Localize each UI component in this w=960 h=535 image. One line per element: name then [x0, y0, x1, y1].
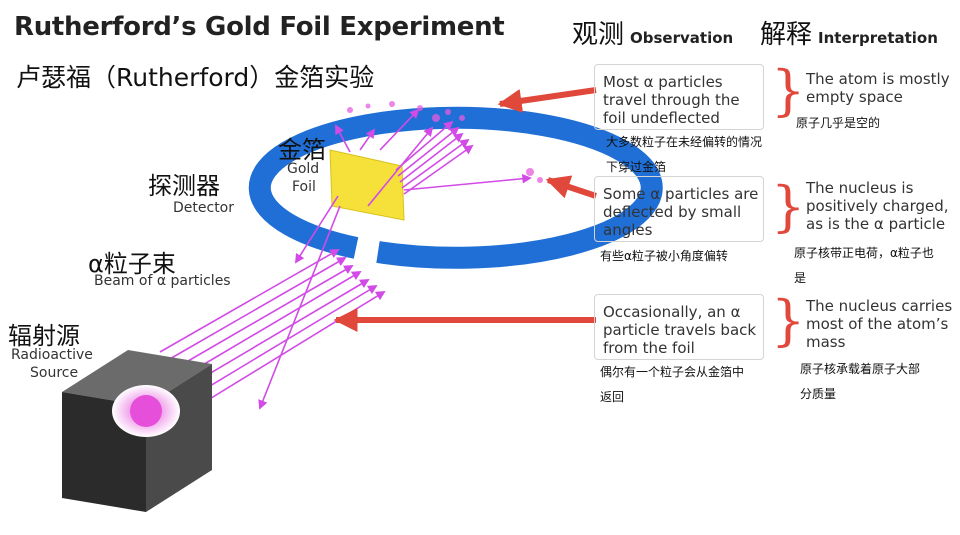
gold-foil-label-en-1: Gold	[287, 161, 320, 177]
source-label-zh: 辐射源	[8, 322, 80, 350]
radioactive-source	[62, 350, 212, 512]
interpretation-header-en: Interpretation	[818, 29, 938, 47]
title-english: Rutherford’s Gold Foil Experiment	[14, 12, 505, 42]
scattered-rays	[258, 108, 532, 410]
gold-foil-label-zh: 金箔	[278, 136, 326, 164]
interpretation-text-1: The atom is mostly empty space	[806, 70, 950, 106]
detector-label-en: Detector	[173, 200, 235, 216]
observation-text-2: Some α particles are deflected by small …	[603, 185, 759, 239]
beam-label-en: Beam of α particles	[94, 273, 231, 289]
observation-note-1: 大多数粒子在未经偏转的情况下穿过金箔	[606, 135, 763, 174]
interpretation-header-zh: 解释	[760, 20, 813, 50]
observation-note-3: 偶尔有一个粒子会从金箔中返回	[600, 365, 745, 404]
brace-3: }	[771, 289, 806, 352]
observation-note-2: 有些α粒子被小角度偏转	[600, 249, 728, 263]
interpretation-note-3: 原子核承载着原子大部分质量	[800, 362, 921, 401]
brace-1: }	[771, 59, 806, 122]
gold-foil-label-en-2: Foil	[292, 179, 316, 195]
observation-box-3: Occasionally, an α particle travels back…	[594, 294, 764, 360]
observation-arrows	[333, 87, 597, 332]
observation-header: 观测 Observation	[572, 14, 733, 51]
brace-2: }	[771, 175, 806, 238]
interpretation-header: 解释 Interpretation	[760, 14, 938, 51]
interpretation-note-2: 原子核带正电荷，α粒子也是	[794, 246, 934, 285]
gold-foil	[329, 149, 405, 221]
interpretation-text-2: The nucleus is positively charged, as is…	[806, 179, 949, 233]
detector-label-zh: 探测器	[148, 172, 220, 200]
source-label-en-1: Radioactive	[11, 347, 93, 363]
observation-text-1: Most α particles travel through the foil…	[603, 73, 740, 127]
observation-header-zh: 观测	[572, 20, 625, 50]
title-chinese: 卢瑟福（Rutherford）金箔实验	[16, 63, 375, 92]
observation-box-2: Some α particles are deflected by small …	[594, 176, 764, 242]
impact-flashes	[347, 101, 543, 183]
observation-box-1: Most α particles travel through the foil…	[594, 64, 764, 130]
observation-header-en: Observation	[630, 29, 734, 47]
interpretation-note-1: 原子几乎是空的	[796, 116, 881, 130]
source-label-en-2: Source	[30, 365, 79, 381]
interpretation-text-3: The nucleus carries most of the atom’s m…	[806, 297, 953, 351]
detector-ring	[248, 106, 663, 269]
beam-label-zh: α粒子束	[88, 250, 176, 278]
observation-text-3: Occasionally, an α particle travels back…	[603, 303, 757, 357]
